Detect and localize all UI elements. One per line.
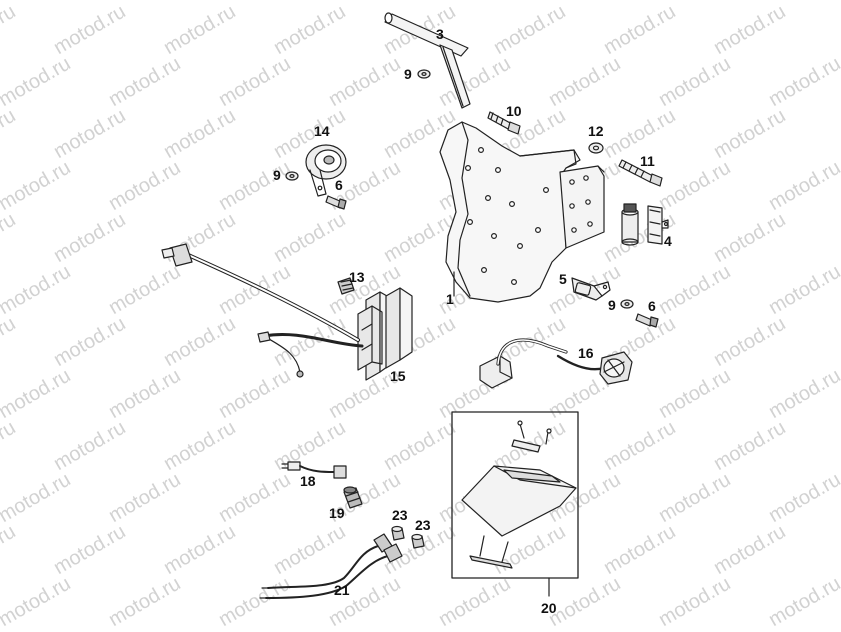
callout-15: 15 <box>390 368 406 384</box>
callout-4: 4 <box>664 233 672 249</box>
regulator-rectifier-part <box>357 287 413 381</box>
washer-part <box>620 299 634 309</box>
horn-part <box>305 144 347 197</box>
washer-part <box>285 171 299 181</box>
bolt-short-part <box>487 111 521 135</box>
fairing-kit-frame <box>451 411 579 579</box>
bolt-stud-part <box>337 277 355 295</box>
regulator-cable <box>161 243 364 378</box>
ignition-coil-part <box>479 338 633 389</box>
screw-part <box>635 313 659 328</box>
callout-9: 9 <box>273 167 281 183</box>
callout-21: 21 <box>334 582 350 598</box>
callout-23: 23 <box>392 507 408 523</box>
callout-16: 16 <box>578 345 594 361</box>
handle-bar-part <box>384 12 471 109</box>
fairing-kit-part <box>461 420 577 569</box>
screw-part <box>325 195 347 210</box>
plug-bushing-part <box>391 525 425 549</box>
callout-23: 23 <box>415 517 431 533</box>
capacitor-part <box>621 203 669 246</box>
callout-14: 14 <box>314 123 330 139</box>
callout-19: 19 <box>329 505 345 521</box>
bolt-long-part <box>618 159 663 187</box>
rubber-cap-part <box>343 486 363 509</box>
washer-large-part <box>588 142 604 154</box>
callout-11: 11 <box>640 153 655 169</box>
wiring-harness-part <box>259 533 403 599</box>
callout-12: 12 <box>588 123 604 139</box>
callout-6: 6 <box>335 177 343 193</box>
callout-3: 3 <box>436 26 444 42</box>
callout-20: 20 <box>541 600 557 616</box>
mount-plate-part <box>571 277 611 301</box>
callout-1: 1 <box>446 291 454 307</box>
callout-6: 6 <box>648 298 656 314</box>
callout-9: 9 <box>404 66 412 82</box>
washer-part <box>417 69 431 79</box>
callout-13: 13 <box>349 269 365 285</box>
callout-10: 10 <box>506 103 522 119</box>
callout-5: 5 <box>559 271 567 287</box>
frame-bracket-part <box>439 121 605 303</box>
callout-18: 18 <box>300 473 316 489</box>
callout-9: 9 <box>608 297 616 313</box>
cable-adapter-part <box>281 461 347 479</box>
